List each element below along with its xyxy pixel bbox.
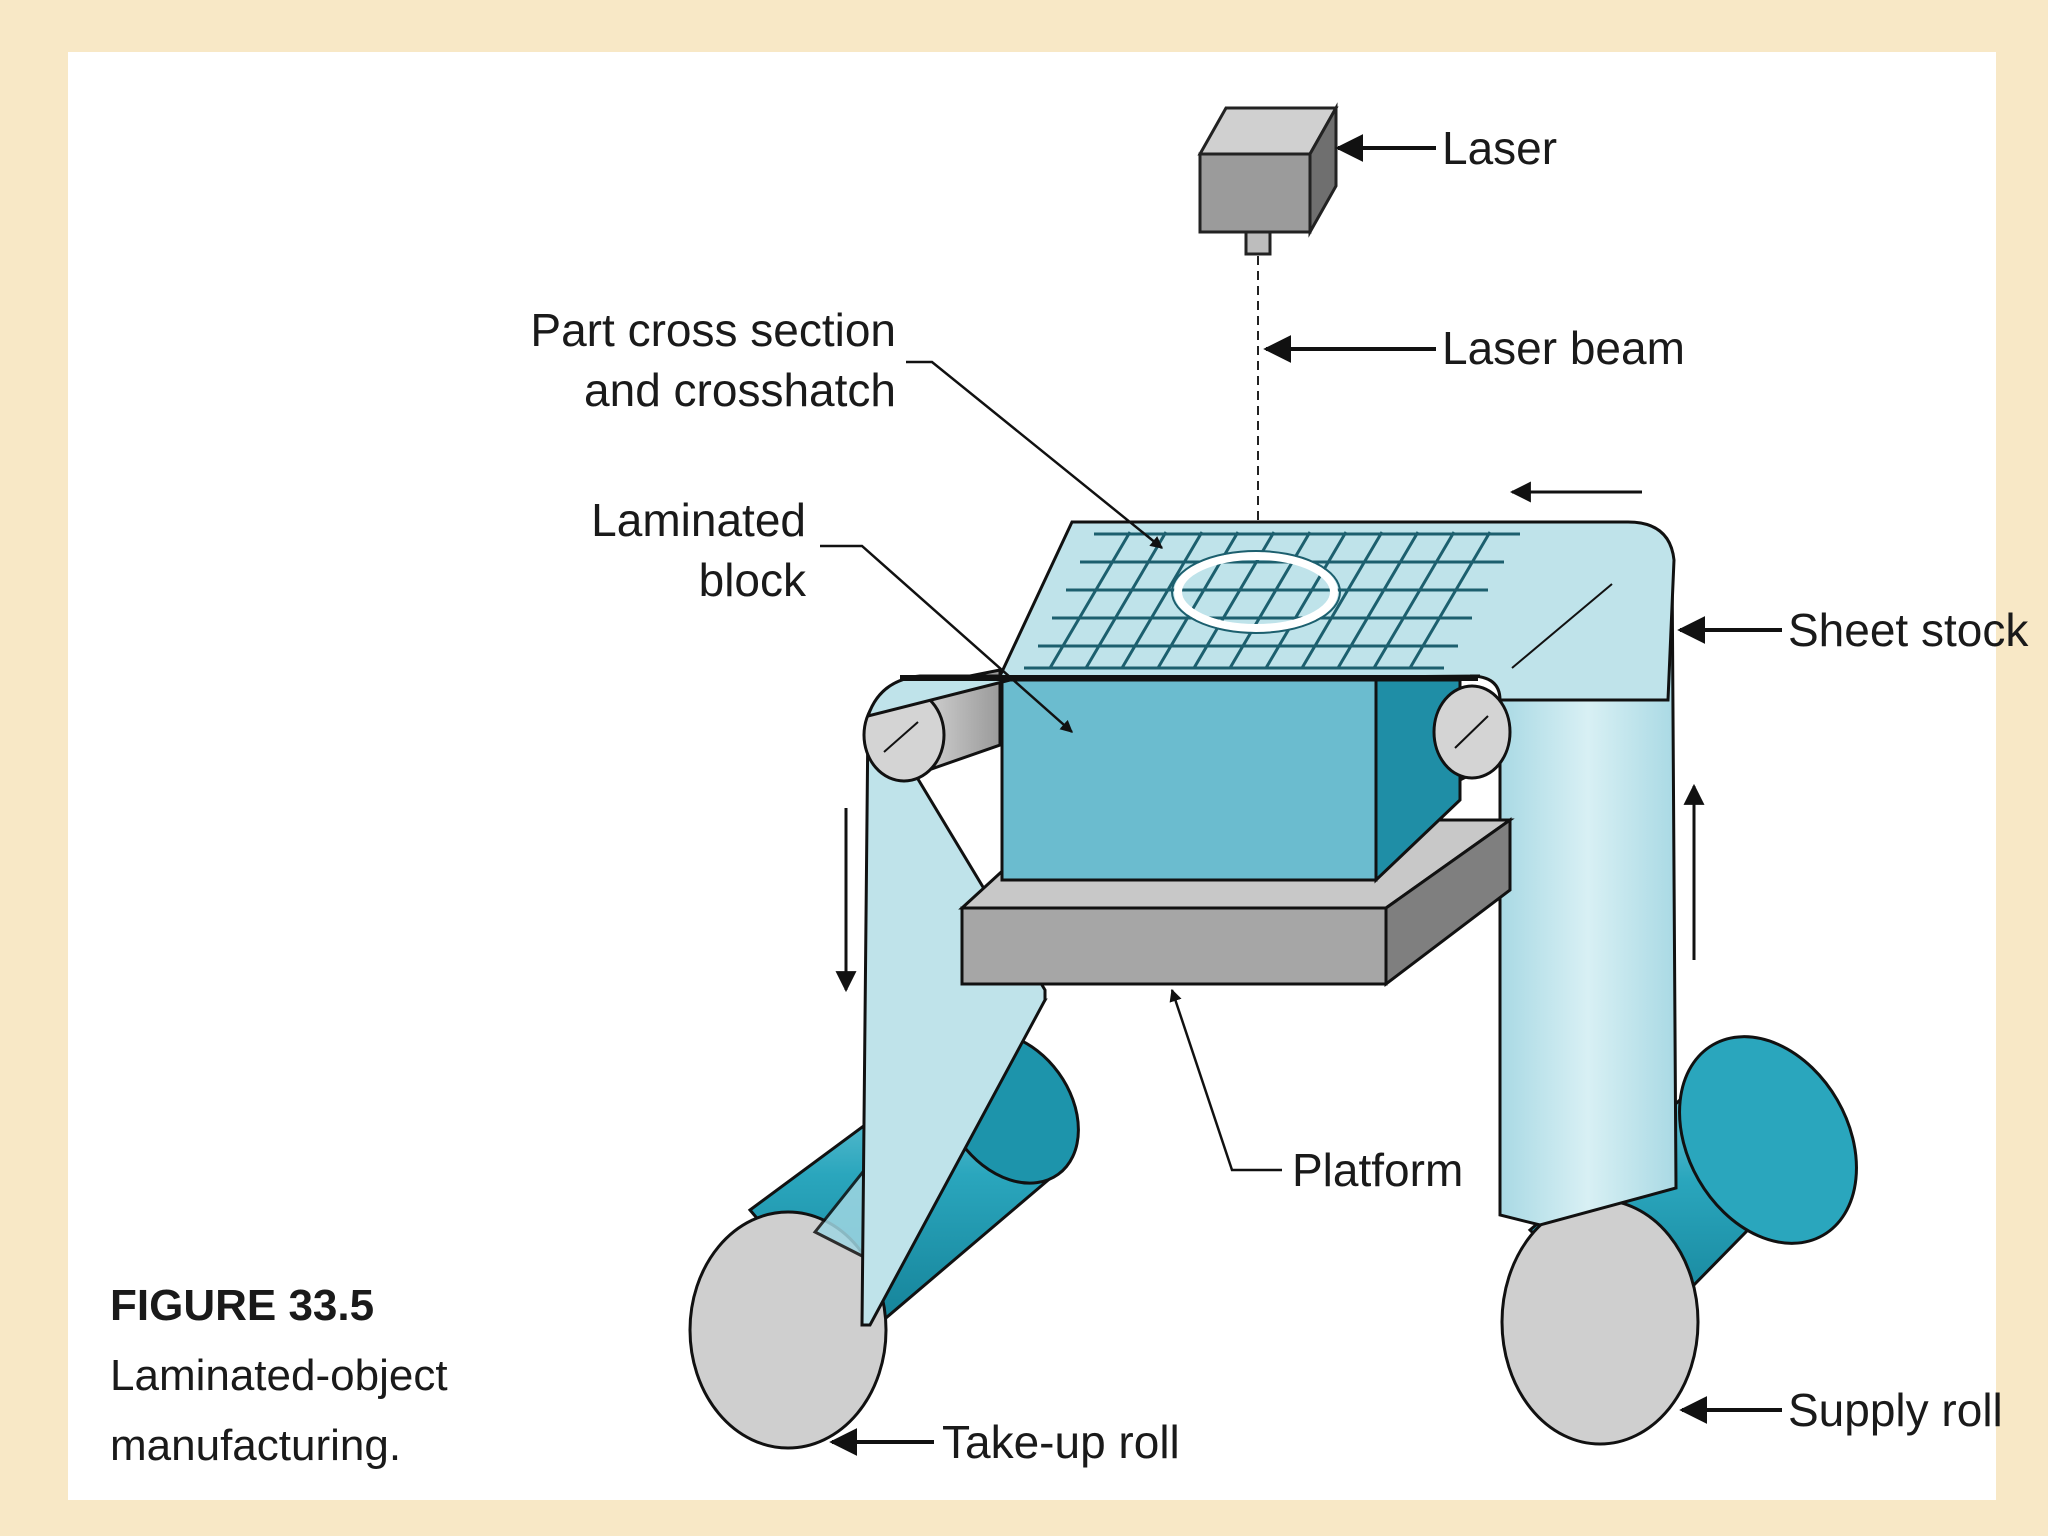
- label-laser-beam: Laser beam: [1442, 322, 1685, 374]
- label-part-cross-section-2: and crosshatch: [584, 364, 896, 416]
- platform-leader: [1169, 988, 1282, 1172]
- label-laser: Laser: [1442, 122, 1557, 174]
- figure-caption-line-1: Laminated-object: [110, 1351, 448, 1400]
- part-cross-section-ring-outline: [1171, 550, 1341, 634]
- figure-caption-line-2: manufacturing.: [110, 1421, 401, 1470]
- supply-roll: [1500, 1035, 1858, 1446]
- label-part-cross-section-1: Part cross section: [530, 304, 896, 356]
- label-laminated-block-1: Laminated: [591, 494, 806, 546]
- figure-number: FIGURE 33.5: [110, 1281, 374, 1330]
- label-laminated-block-2: block: [699, 554, 807, 606]
- label-take-up-roll: Take-up roll: [942, 1416, 1180, 1468]
- laminated-block: [1000, 678, 1462, 884]
- laser-head: [1197, 102, 1339, 256]
- label-supply-roll: Supply roll: [1788, 1384, 2003, 1436]
- part-cross-section-leader: [906, 360, 1163, 549]
- label-sheet-stock: Sheet stock: [1788, 604, 2029, 656]
- right-idler-roller: [1432, 684, 1512, 783]
- label-platform: Platform: [1292, 1144, 1463, 1196]
- laminated-block-leader: [820, 544, 1073, 733]
- part-cross-section-ring: [1174, 552, 1338, 632]
